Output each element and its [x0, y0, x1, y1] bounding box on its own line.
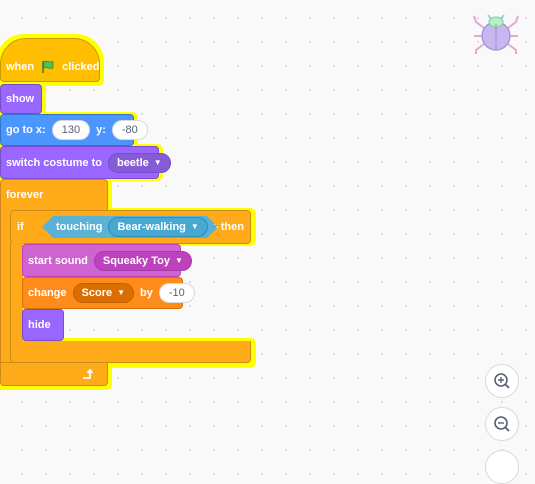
y-label: y:: [96, 124, 106, 136]
loop-arrow-icon: [81, 368, 94, 380]
y-input[interactable]: -80: [111, 120, 148, 140]
clicked-label: clicked: [62, 61, 100, 73]
change-label: change: [28, 287, 67, 299]
hide-block[interactable]: hide: [22, 309, 64, 341]
by-label: by: [140, 287, 153, 299]
chevron-down-icon: ▼: [190, 222, 199, 231]
switch-costume-block[interactable]: switch costume to beetle ▼: [0, 146, 171, 179]
start-sound-block[interactable]: start sound Squeaky Toy ▼: [22, 244, 192, 277]
show-block[interactable]: show: [0, 84, 42, 114]
show-label: show: [6, 93, 35, 105]
switch-costume-label: switch costume to: [6, 156, 102, 169]
zoom-reset-icon: [492, 457, 512, 477]
x-input[interactable]: 130: [51, 120, 91, 140]
chevron-down-icon: ▼: [153, 157, 162, 167]
question-mark: ?: [213, 221, 221, 233]
start-sound-label: start sound: [28, 254, 88, 267]
change-variable-block[interactable]: change Score ▼ by -10: [22, 277, 195, 309]
when-flag-clicked-block[interactable]: when clicked: [0, 38, 100, 82]
if-label: if: [17, 221, 24, 233]
zoom-out-icon: [492, 414, 512, 434]
beetle-sprite-icon: [472, 14, 520, 56]
costume-dropdown[interactable]: beetle ▼: [107, 152, 171, 173]
sound-value: Squeaky Toy: [102, 254, 170, 267]
forever-block[interactable]: forever: [0, 179, 108, 211]
chevron-down-icon: ▼: [117, 288, 126, 297]
costume-value: beetle: [116, 156, 149, 169]
if-arm: [10, 243, 23, 342]
forever-label: forever: [6, 189, 44, 201]
go-to-label: go to x:: [6, 124, 46, 136]
chevron-down-icon: ▼: [174, 255, 183, 265]
touching-target-dropdown[interactable]: Bear-walking ▼: [108, 217, 207, 237]
then-label: then: [220, 221, 244, 233]
sound-dropdown[interactable]: Squeaky Toy ▼: [93, 250, 192, 271]
hide-label: hide: [28, 319, 51, 331]
forever-bottom[interactable]: [0, 362, 108, 386]
zoom-in-icon: [492, 371, 512, 391]
zoom-reset-button[interactable]: [485, 450, 519, 484]
touching-target-value: Bear-walking: [117, 221, 186, 233]
touching-label: touching: [56, 221, 103, 233]
zoom-out-button[interactable]: [485, 407, 519, 441]
go-to-xy-block[interactable]: go to x: 130 y: -80: [0, 114, 148, 146]
variable-value: Score: [81, 287, 113, 299]
green-flag-icon: [40, 60, 56, 74]
variable-dropdown[interactable]: Score ▼: [72, 283, 135, 303]
touching-condition-block[interactable]: touching Bear-walking ▼ ?: [42, 216, 218, 238]
forever-arm: [0, 210, 13, 364]
if-bottom: [10, 341, 251, 363]
change-amount-input[interactable]: -10: [158, 283, 195, 303]
zoom-in-button[interactable]: [485, 364, 519, 398]
when-label: when: [6, 61, 35, 73]
